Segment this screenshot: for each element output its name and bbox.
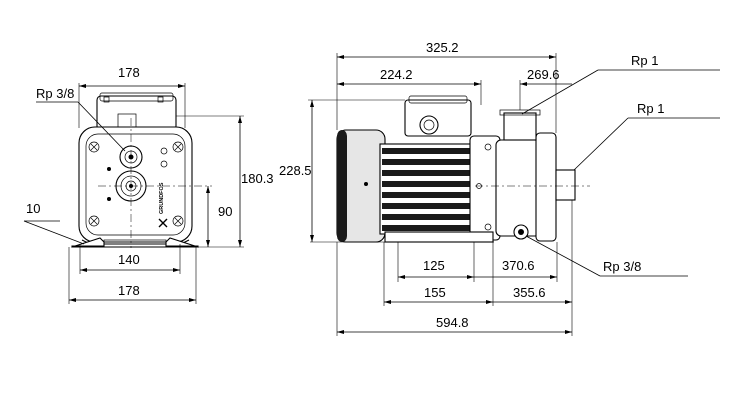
end-view: GRUNDFOS 178 180.3 90 10 xyxy=(23,65,274,304)
logo-mark xyxy=(158,218,168,228)
discharge-port xyxy=(503,112,537,141)
dim-end-shaft-height: 90 xyxy=(218,204,232,219)
dim-end-foot-thickness: 10 xyxy=(26,201,40,216)
fin-lines xyxy=(382,148,470,231)
dim-side-height: 228.5 xyxy=(279,163,312,178)
dim-side-top-overall: 325.2 xyxy=(426,40,459,55)
dim-side-total-length: 594.8 xyxy=(436,315,469,330)
side-terminal-box xyxy=(404,99,472,137)
motor-end-cap xyxy=(337,130,347,242)
dim-side-mid-right: 370.6 xyxy=(502,258,535,273)
box-screw-right xyxy=(157,96,164,103)
logo-text: GRUNDFOS xyxy=(159,182,165,214)
label-side-outlet: Rp 1 xyxy=(631,53,658,68)
dim-side-top-motor: 224.2 xyxy=(380,67,413,82)
pump-face-inner xyxy=(85,133,186,236)
dim-end-foot-holes: 140 xyxy=(118,252,140,267)
terminal-box-lid xyxy=(99,92,174,102)
label-side-inlet: Rp 1 xyxy=(637,101,664,116)
label-side-drain: Rp 3/8 xyxy=(603,259,641,274)
side-base xyxy=(384,231,494,243)
corner-bolts xyxy=(88,141,184,227)
side-view: 228.5 325.2 224.2 269.6 Rp 1 Rp 1 Rp 3/8 xyxy=(279,40,720,336)
dim-side-top-outlet: 269.6 xyxy=(527,67,560,82)
dim-side-mid-left: 125 xyxy=(423,258,445,273)
pump-end-cover xyxy=(535,132,557,242)
box-screw-left xyxy=(103,96,110,103)
dim-side-low-left: 155 xyxy=(424,285,446,300)
side-cable-gland xyxy=(419,115,439,135)
pump-chamber xyxy=(495,139,541,237)
motor-fins xyxy=(379,143,473,235)
suction-stub xyxy=(555,169,576,201)
dim-end-height-total: 180.3 xyxy=(241,171,274,186)
dim-end-width-top: 178 xyxy=(118,65,140,80)
dim-end-width-bottom: 178 xyxy=(118,283,140,298)
label-end-priming-port: Rp 3/8 xyxy=(36,86,74,101)
dim-side-low-right: 355.6 xyxy=(513,285,546,300)
